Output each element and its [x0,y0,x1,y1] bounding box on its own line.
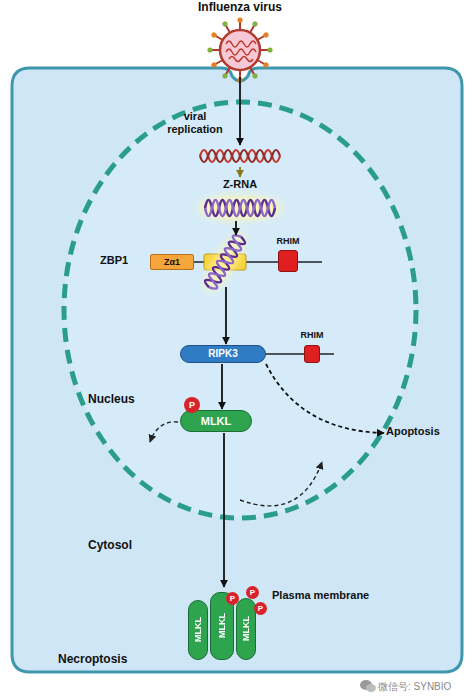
virus-label: Influenza virus [160,0,320,14]
virus-particle [207,17,272,82]
arrow-connector [235,221,237,235]
domain-label: RHIM [268,236,308,246]
nucleus: Nucleusviral replicationZ-RNAZBP1Zα1RHIM… [62,100,418,520]
outcome-label: Necroptosis [58,652,127,666]
rhim-box [278,250,298,272]
z-alpha1-domain: Zα1 [150,254,194,270]
helix-strand [200,150,280,162]
phospho-badge: P [254,602,267,615]
nucleus-outline [62,100,418,520]
arrow-connector [221,364,223,409]
protein-backbone [298,261,322,263]
phospho-badge: P [246,586,259,599]
rhim-domain: RHIM [296,330,328,364]
protein-label: MLKL [188,600,208,660]
protein-backbone [194,261,204,263]
cell-body: Cytosol Nucleus viral replicationZ-RNA ZBP1… [12,68,462,672]
rna-helix [200,150,280,162]
helix-strand [203,233,247,291]
cell-membrane [12,68,462,672]
icon-bubble [366,684,376,692]
spike-head [221,20,228,27]
rhim-domain: RHIM [272,236,304,272]
dashed-arrow [240,462,322,506]
region-label: Nucleus [88,392,135,406]
phospho-badge: P [226,592,239,605]
helix-strand [205,200,275,216]
watermark-icon [360,680,376,692]
protein-backbone [320,353,334,355]
ripk3-protein: RIPK3 [180,345,266,363]
spike-head [251,72,258,79]
virus-rna [229,57,253,62]
process-label: viral replication [164,110,226,136]
nuclear-envelope [64,102,416,518]
protein-backbone [246,261,278,263]
helix-glow [198,196,282,220]
z-rna-helix [198,196,282,220]
mlkl-oligomer: MLKLMLKLMLKL [188,588,258,660]
spike-head [267,47,272,52]
outcome-label: Apoptosis [386,425,440,437]
protein-label: ZBP1 [100,254,128,266]
molecule-label: Z-RNA [195,178,285,190]
virus-rna [226,41,256,47]
spike-head [251,20,258,27]
arrow-connector [239,77,241,145]
helix-strand [203,233,247,291]
domain-label: RHIM [292,330,332,340]
arrow-connector [223,433,225,587]
spike-head [207,47,212,52]
helix-glow [199,228,252,296]
spike-head [262,61,269,68]
virus-envelope [220,30,260,70]
spike-head [221,72,228,79]
protein-backbone [266,353,304,355]
phospho-badge: P [184,397,200,413]
watermark: 微信号: SYNBIO [378,680,451,694]
region-label: Plasma membrane [272,589,369,601]
protein-label: MLKL [181,411,251,431]
arrow-connector [266,364,384,433]
spike-head [210,61,217,68]
protein-label: RIPK3 [181,346,265,362]
helix-strand [200,150,280,162]
domain-label: Zα1 [151,255,193,269]
protein-label: MLKL [236,598,256,660]
dashed-arrow [150,422,178,442]
virus-rna [226,49,256,55]
arrow-connector [225,287,227,344]
outcome-node: Apoptosis [386,425,458,441]
arrow-connector [239,167,241,177]
mlkl-protein: MLKL [180,410,252,432]
rhim-box [304,345,320,363]
helix-strand [205,200,275,216]
region-label: Cytosol [88,538,132,552]
virus-spike [207,47,220,52]
spike-head [210,31,217,38]
spike-head [237,17,242,22]
virus-spike [237,17,242,30]
bound-z-rna [199,228,252,296]
spike-head [262,31,269,38]
virus-spike [260,47,273,52]
phospho-label: P [184,397,200,413]
